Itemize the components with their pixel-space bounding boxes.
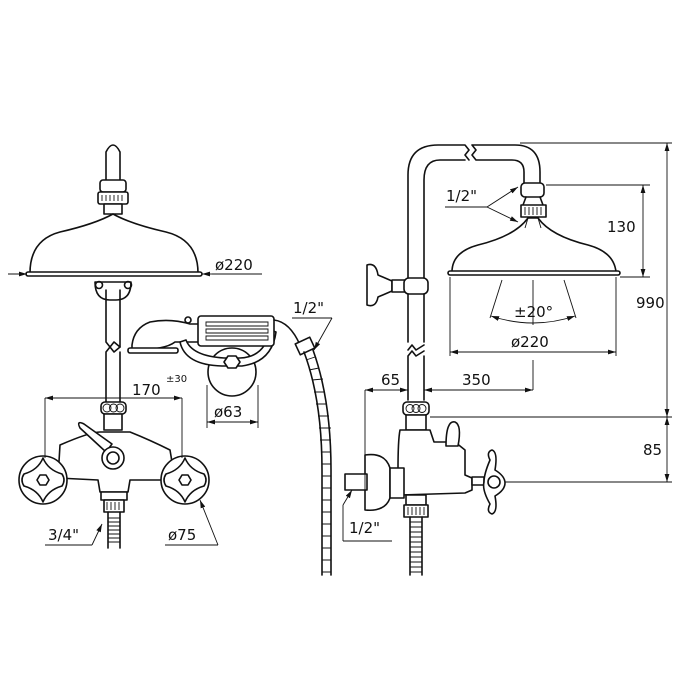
left-head-diameter-label: ø220 — [215, 256, 253, 274]
right-shower-head — [451, 217, 617, 273]
wall-offset-label: 65 — [381, 371, 400, 389]
wall-flange — [364, 453, 391, 512]
left-shower-head — [29, 213, 199, 274]
right-head-diameter-label: ø220 — [511, 333, 549, 351]
inlet-thread-label: 1/2" — [349, 519, 380, 537]
head-thread-label: 1/2" — [446, 187, 477, 205]
hand-shower — [127, 315, 332, 576]
tilt-angle-label: ±20° — [514, 303, 553, 321]
total-height-label: 990 — [636, 294, 665, 312]
right-diverter-lever — [445, 421, 461, 447]
right-dimensions: 1/2" 130 990 85 ±20° ø220 350 65 1/2" — [342, 142, 672, 542]
left-view-shower-column — [18, 144, 210, 549]
slide-bracket — [366, 263, 393, 307]
outlet-thread-label: 3/4" — [48, 526, 79, 544]
right-cross-handle — [482, 449, 506, 515]
arm-projection-label: 350 — [462, 371, 491, 389]
handle-diameter-label: ø75 — [168, 526, 196, 544]
left-diverter-lever — [77, 421, 113, 453]
head-height-label: 130 — [607, 218, 636, 236]
center-tolerance-label: ±30 — [166, 374, 187, 385]
mixer-height-label: 85 — [643, 441, 662, 459]
left-dimensions: ø220 1/2" 170 ±30 ø63 3/4" ø75 — [8, 256, 333, 546]
right-mixer-body — [397, 429, 473, 496]
center-distance-label: 170 — [132, 381, 161, 399]
hose-thread-label: 1/2" — [293, 299, 324, 317]
wall-plate-diameter-label: ø63 — [214, 403, 242, 421]
right-view-shower-column — [344, 144, 621, 576]
